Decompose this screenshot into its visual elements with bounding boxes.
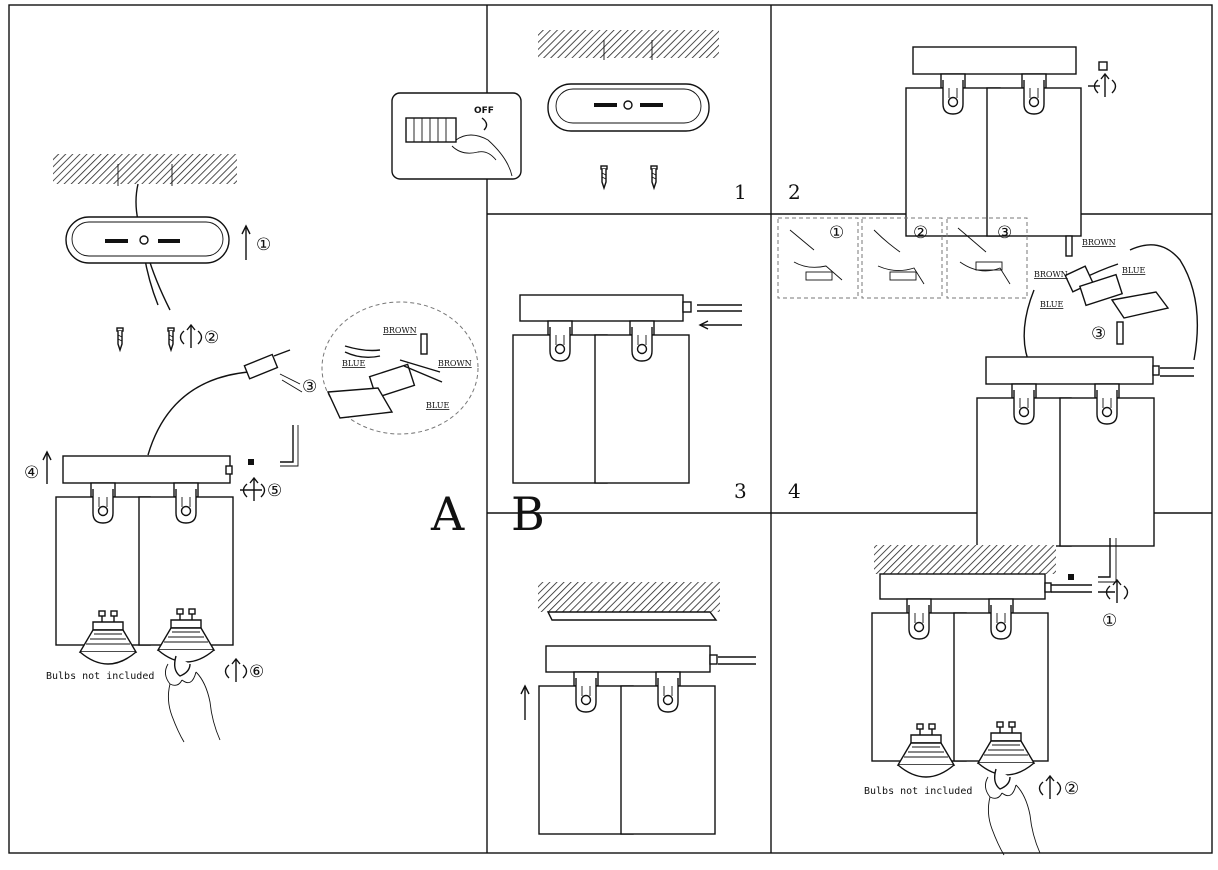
panel-b1: OFF 1 [391,30,747,204]
step-number-1: 1 [734,180,747,204]
step-marker-1: ① [829,223,844,243]
wiring-detail: BROWN BLUE BROWN BLUE [321,301,479,435]
wire-label-brown: BROWN [1034,270,1068,279]
bulbs-note: Bulbs not included [864,786,972,797]
panel-b4: ① ② ③ BROWN BLUE BROWN BLUE ③ 4 B [511,217,1199,547]
spotlight-head [594,320,690,484]
left-arrow [698,320,742,330]
ceiling-hatch [874,545,1056,574]
mounting-plate [547,83,710,132]
spotlight-head [986,73,1082,237]
section-label-b: B [511,487,545,541]
fixture-bar [545,645,711,673]
step-number-2: 2 [788,180,801,204]
allen-key-icon [280,425,294,463]
screw-icon [116,327,124,351]
spotlight-head [538,671,634,835]
allen-key-icon [1098,538,1111,578]
ceiling-hatch [538,30,719,58]
step-number-3: 3 [734,479,747,503]
step-marker-3: ③ [997,223,1012,243]
step-marker-3: ③ [1091,324,1106,344]
up-arrow [42,450,52,484]
fixture-cable [147,371,249,456]
step-marker-5: ⑤ [267,481,282,501]
step-number-4: 4 [788,479,801,503]
rotate-icon [224,658,248,683]
step-marker-1: ① [1102,611,1117,631]
screw-icon [600,165,608,189]
panel-b6: ① ② Bulbs not included [864,538,1129,855]
step-marker-2: ② [913,223,928,243]
spotlight-head [905,73,1001,237]
wall-anchors [117,164,173,186]
wire-label-brown: BROWN [1082,238,1116,247]
rotate-icon [1038,775,1062,800]
spotlight-head [1059,383,1155,547]
ceiling-hatch [538,582,720,612]
fixture-bar [62,455,233,484]
step-marker-2: ② [1064,779,1079,799]
up-arrow [520,684,530,720]
step-marker-6: ⑥ [249,662,264,682]
panel-a: ① ② ③ BROWN BLUE BROWN BLUE [24,154,479,742]
rotate-icon [179,324,203,349]
bulbs-note: Bulbs not included [46,671,154,682]
spotlight-head [55,482,151,646]
spotlight-head [620,671,716,835]
panel-b5 [520,582,756,835]
panel-b2: 2 [788,46,1117,237]
terminal-block [1064,235,1170,319]
fixture-bar [879,573,1046,600]
wire-label-blue: BLUE [426,401,449,410]
wire-label-brown: BROWN [383,326,417,335]
mains-cable [1129,244,1199,361]
spotlight-head [512,320,608,484]
panel-b3: 3 [512,294,747,503]
section-label-a: A [430,487,465,541]
fixture-bar [985,356,1154,385]
grub-screw [248,459,254,465]
switch-off-label: OFF [474,106,494,116]
step-marker-2: ② [204,328,219,348]
wire-label-blue: BLUE [342,359,365,368]
wire-label-blue: BLUE [1040,300,1063,309]
screwdriver-icon [1116,321,1124,345]
screw-icon [167,327,175,351]
fixture-bar [912,46,1077,75]
terminal-block [243,349,291,380]
grub-screw [1068,574,1074,580]
grub-screw [1098,61,1108,71]
ceiling-hatch [53,154,237,184]
step-marker-4: ④ [24,463,39,483]
fixture-bar [519,294,684,322]
step-marker-3: ③ [302,377,317,397]
mounting-plate [65,216,230,264]
wiring-steps-inset: ① ② ③ [777,217,1028,299]
wire-label-brown: BROWN [438,359,472,368]
spotlight-head [976,383,1072,547]
up-arrow [241,224,251,260]
screw-icon [650,165,658,189]
power-switch-inset: OFF [391,92,522,180]
mounting-plate [546,611,718,621]
step-marker-1: ① [256,235,271,255]
wire-label-blue: BLUE [1122,266,1145,275]
